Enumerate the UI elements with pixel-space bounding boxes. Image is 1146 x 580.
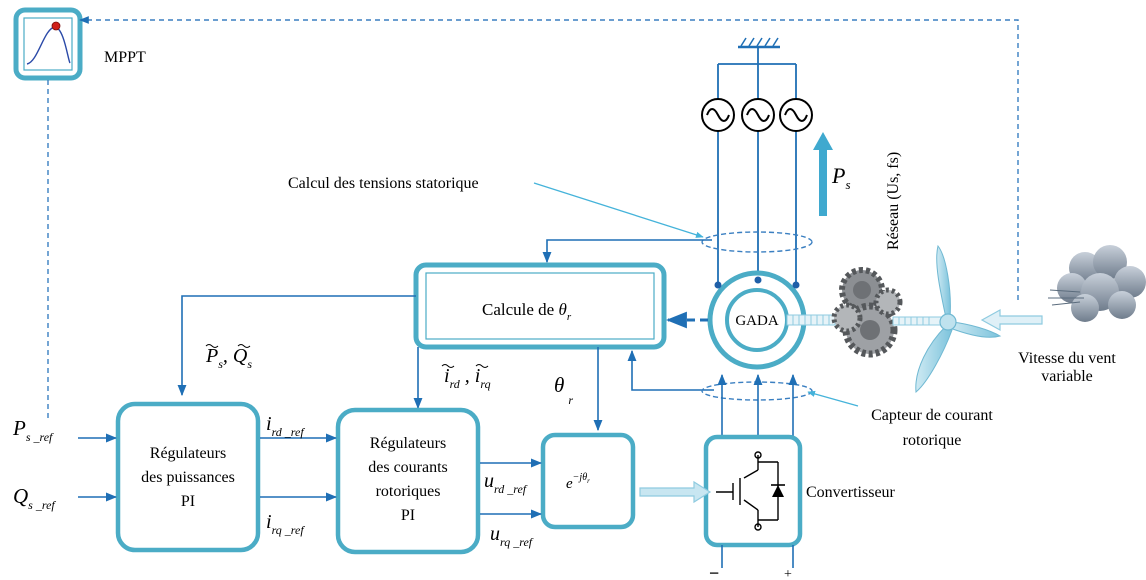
transform-to-converter-arrow: [639, 480, 712, 504]
theta-calc-label: Calcule de θr: [482, 300, 572, 323]
power-regulator-line2: des puissances: [141, 469, 235, 486]
wind-label-line1: Vitesse du vent: [1018, 350, 1116, 367]
voltage-calc-pointer: [533, 182, 704, 238]
wind-feedback-dashed-line: [79, 16, 1019, 300]
gearbox-icon: [831, 267, 903, 358]
current-sensor-label-line1: Capteur de courant: [871, 407, 993, 424]
power-flow-arrow: [813, 132, 833, 216]
ac-source-3-icon: [779, 98, 813, 132]
dc-minus-label: −: [709, 563, 719, 580]
ps-qs-estimate-label: Ps, Qs: [205, 344, 252, 371]
urd-ref-label: urd _ref: [484, 470, 528, 496]
theta-calc-block: [413, 262, 667, 350]
voltage-calc-label: Calcul des tensions statorique: [288, 175, 479, 192]
machine-label: GADA: [735, 313, 778, 329]
mppt-block: [13, 7, 83, 81]
urq-ref-label: urq _ref: [490, 523, 534, 549]
theta-r-label: θr: [554, 373, 573, 407]
converter-block: [703, 434, 803, 548]
transform-label: e−jθr: [566, 472, 590, 492]
power-symbol: Ps: [831, 163, 851, 192]
current-regulator-line2: des courants: [368, 459, 448, 476]
rotor-feedback-line: [627, 349, 714, 391]
mppt-label: MPPT: [104, 49, 146, 66]
svg-text:Ps, Qs: Ps, Qs: [205, 345, 252, 371]
diode-icon: [772, 485, 784, 497]
current-regulator-block: [335, 407, 481, 555]
stator-node-1: [714, 281, 722, 289]
ird-irq-measure-label: ird , irq: [441, 364, 491, 391]
current-regulator-line4: PI: [401, 507, 415, 524]
wind-cloud-icon: [1048, 245, 1146, 322]
stator-feedback-line: [542, 239, 712, 264]
ps-ref-label: Ps _ref: [12, 416, 54, 444]
igbt-icon: [716, 451, 779, 531]
ird-ref-label: ird _ref: [266, 413, 305, 439]
ac-source-1-icon: [701, 98, 735, 132]
wind-turbine-icon: [915, 244, 1002, 393]
stator-sensor-ellipse: [701, 231, 813, 253]
rotor-sensor-ellipse: [701, 381, 813, 401]
power-regulator-line3: PI: [181, 493, 195, 510]
stator-node-3: [792, 281, 800, 289]
current-regulator-line1: Régulateurs: [370, 435, 446, 452]
ac-source-2-icon: [741, 98, 775, 132]
qs-ref-label: Qs _ref: [13, 484, 56, 512]
wind-label-line2: variable: [1041, 368, 1093, 385]
transform-block: [540, 432, 636, 530]
theta-to-ps-qs-line: [177, 295, 416, 397]
wind-arrow: [980, 308, 1043, 332]
current-sensor-pointer: [807, 390, 859, 407]
ground-icon: [738, 37, 780, 49]
mppt-max-point-icon: [51, 21, 61, 31]
dc-plus-label: +: [784, 567, 792, 580]
power-regulator-line1: Régulateurs: [150, 445, 226, 462]
current-regulator-line3: rotoriques: [376, 483, 441, 500]
stator-node-2: [754, 276, 762, 284]
shaft-2: [892, 316, 944, 326]
power-regulator-block: [115, 401, 261, 553]
network-label: Réseau (Us, fs): [885, 152, 902, 250]
svg-text:ird , irq: ird , irq: [444, 365, 491, 391]
converter-label: Convertisseur: [806, 484, 896, 501]
irq-ref-label: irq _ref: [266, 511, 305, 537]
current-sensor-label-line2: rotorique: [903, 432, 962, 449]
